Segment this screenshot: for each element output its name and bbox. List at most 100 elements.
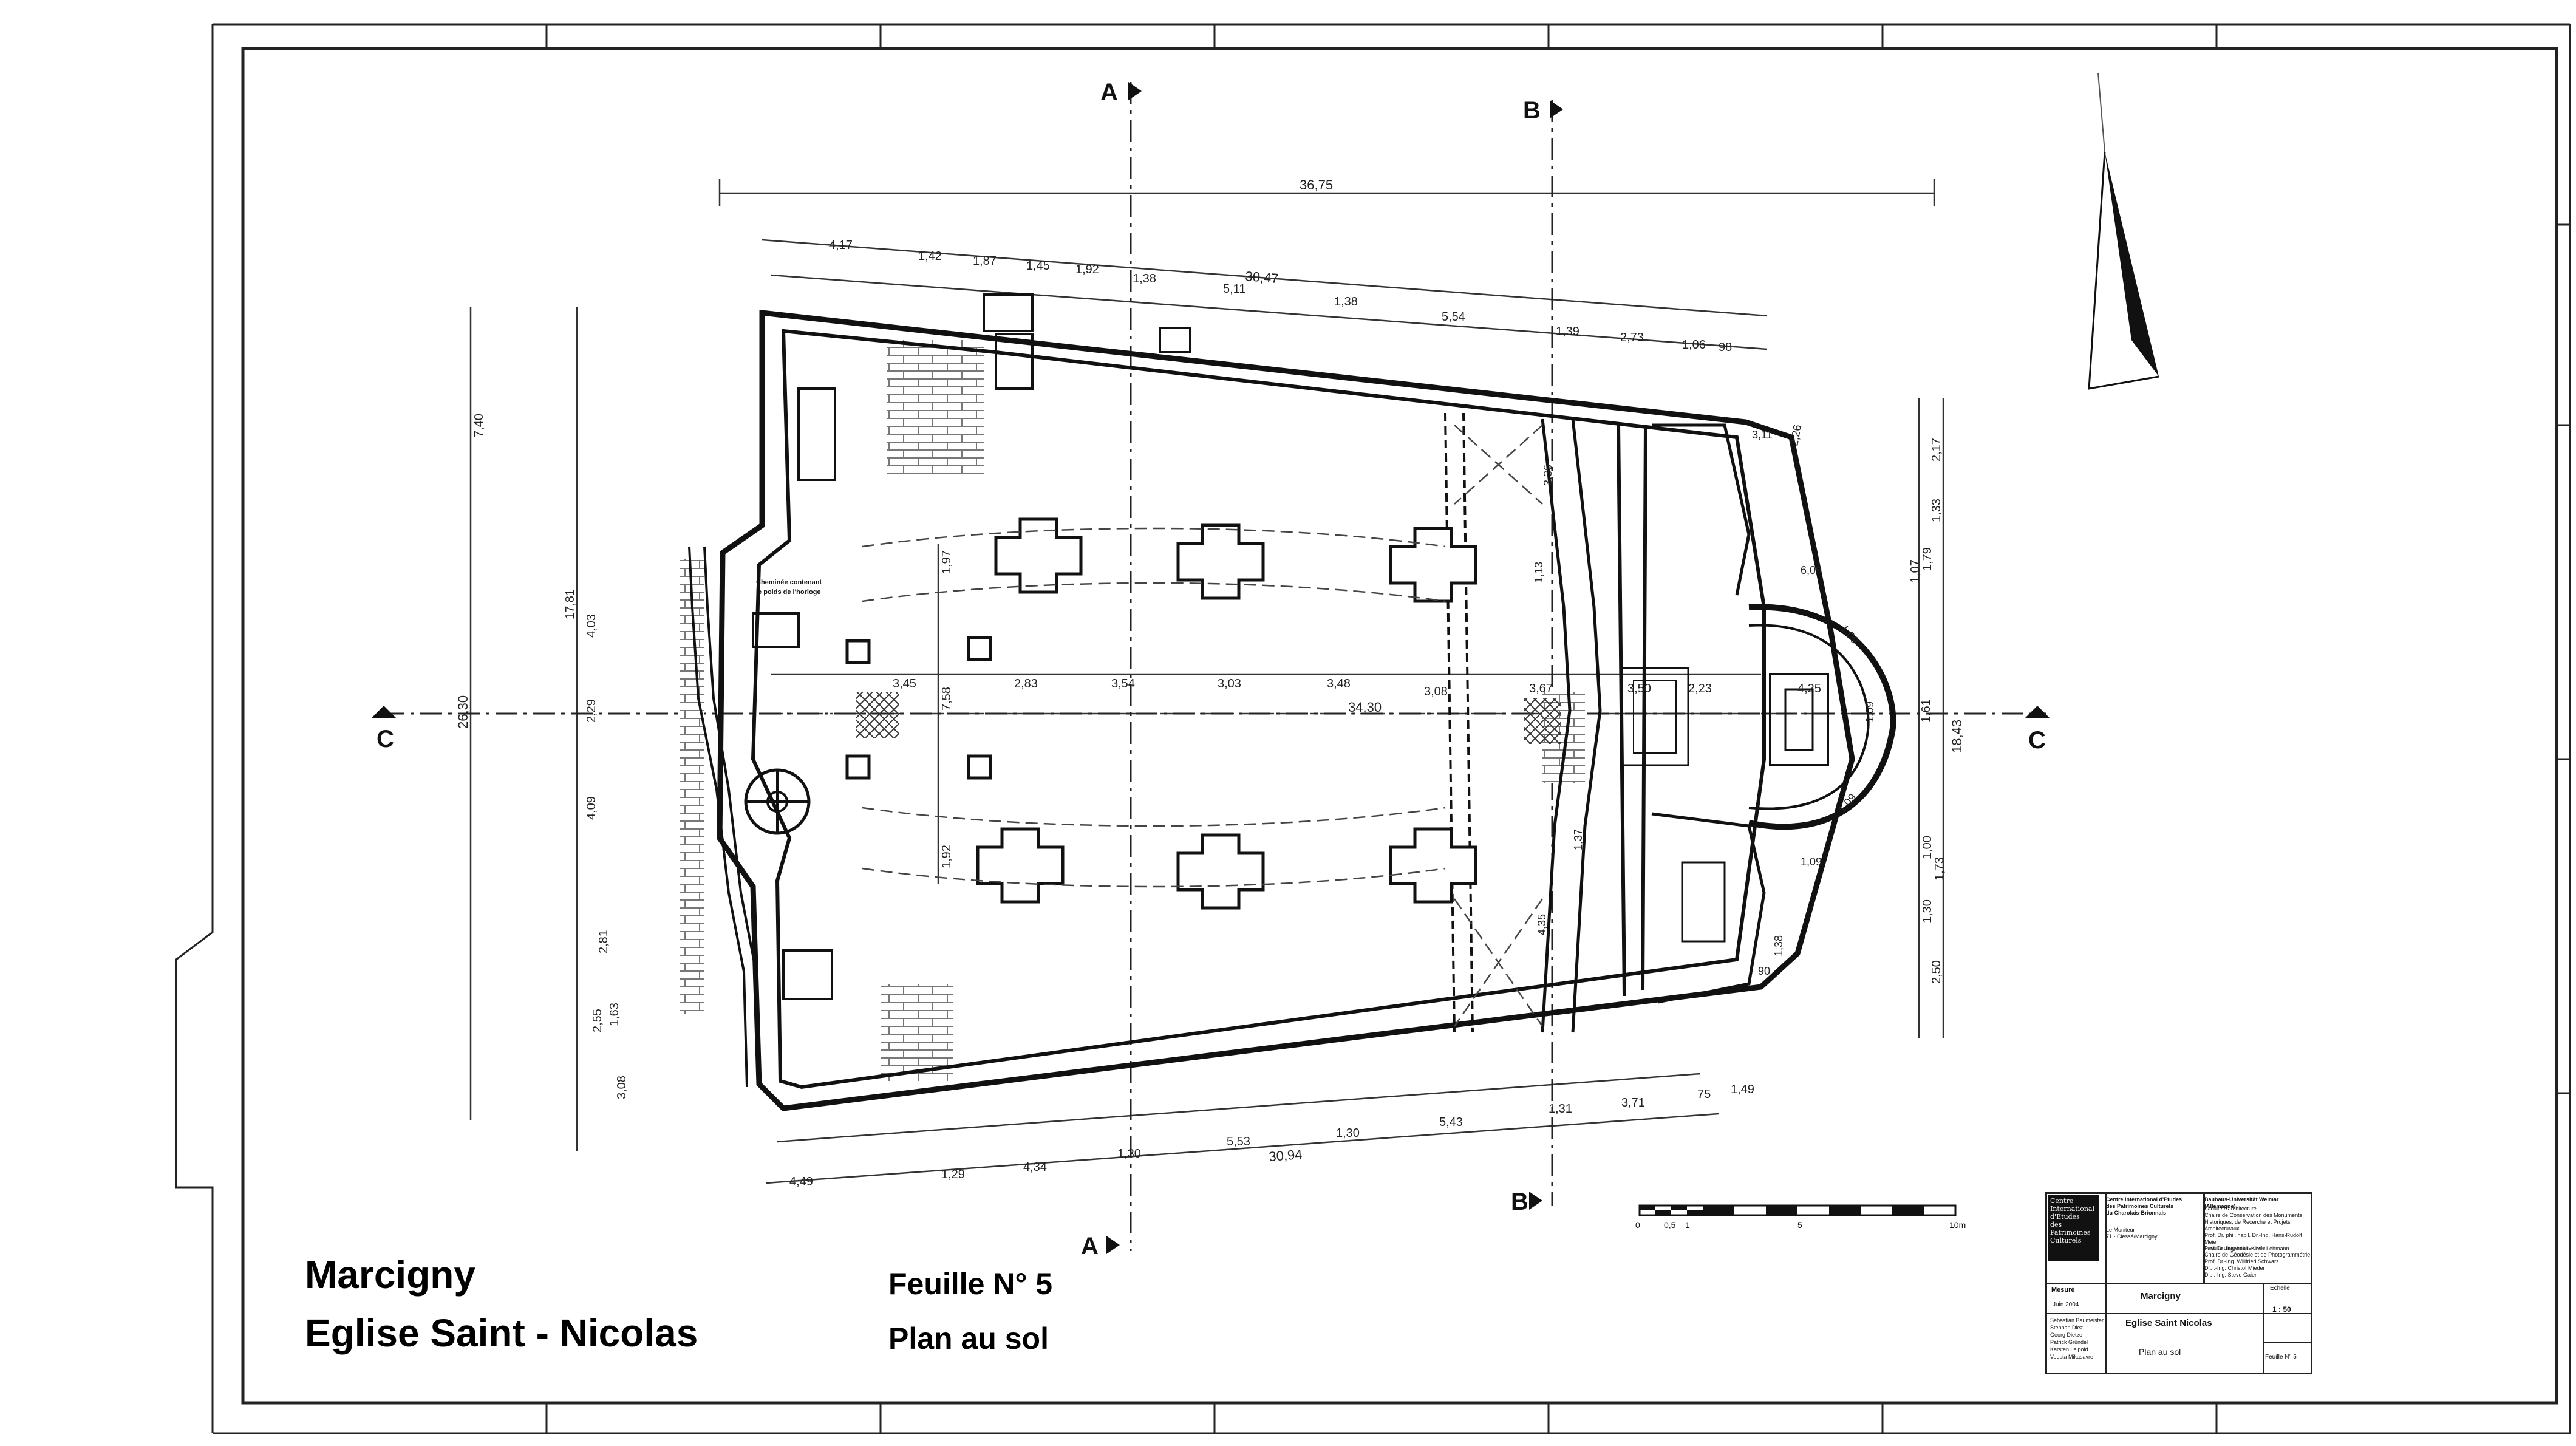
- dim: 1,63: [608, 1003, 621, 1026]
- dim: 1,37: [1572, 829, 1584, 850]
- dim: 5,53: [1227, 1135, 1250, 1148]
- pillar: [1176, 523, 1265, 600]
- dim: 75: [1697, 1088, 1711, 1101]
- scale-bar: 0 0,5 1 5 10m: [1635, 1204, 1966, 1230]
- dim: 4,03: [585, 614, 598, 638]
- dim: 90: [1758, 965, 1770, 977]
- svg-text:0: 0: [1635, 1220, 1640, 1230]
- dim: 1,30: [1117, 1147, 1141, 1161]
- institution-1: Centre International d'Etudes des Patrim…: [2106, 1196, 2182, 1216]
- column-base: [845, 754, 871, 780]
- measured-label: Mesuré: [2051, 1286, 2075, 1294]
- clock-weight-annotation: Cheminée contenant le poids de l'horloge: [756, 579, 822, 596]
- dim: 1,06: [1682, 338, 1706, 352]
- dim: 1,73: [1933, 857, 1946, 881]
- dim: 1,49: [1731, 1083, 1754, 1096]
- annotation-line-2: le poids de l'horloge: [756, 588, 821, 596]
- sheet-number: Feuille N° 5: [888, 1267, 1053, 1301]
- dim: 1,00: [1921, 836, 1934, 859]
- dim: 1,38: [1133, 272, 1156, 285]
- dim: 1,29: [941, 1168, 965, 1181]
- section-marker-a-bottom: A: [1081, 1233, 1120, 1260]
- dim: 2,73: [1620, 331, 1644, 344]
- dim: 4,25: [1797, 682, 1821, 695]
- column-base: [845, 639, 871, 664]
- dim-nave-axis: 34,30: [1348, 700, 1382, 715]
- dim: 3,11: [1752, 429, 1773, 441]
- dim-east-total: 18,43: [1949, 720, 1964, 753]
- svg-text:C: C: [377, 726, 394, 752]
- column-base: [967, 636, 992, 661]
- dim: 6,09: [1801, 564, 1822, 576]
- dim: 1,42: [918, 250, 942, 263]
- section-marker-b-bottom: B: [1511, 1189, 1542, 1215]
- dim: 3,50: [1627, 682, 1651, 695]
- dim: 1,87: [973, 254, 997, 268]
- dim: 2,29: [585, 699, 598, 723]
- dim: 1,92: [940, 845, 953, 868]
- title-building: Eglise Saint - Nicolas: [305, 1311, 698, 1355]
- title-place: Marcigny: [305, 1253, 475, 1297]
- tb-project-place: Marcigny: [2141, 1291, 2181, 1301]
- dim: 5,11: [1223, 282, 1245, 296]
- tb-project-view: Plan au sol: [2139, 1347, 2181, 1357]
- dim: 3,03: [1218, 677, 1241, 691]
- dim: 1,13: [1533, 562, 1545, 583]
- svg-text:0,5: 0,5: [1664, 1220, 1676, 1230]
- apse: [1620, 604, 1896, 830]
- dim: 3,48: [1327, 677, 1351, 691]
- section-axes: [383, 82, 2046, 1251]
- dim: 2,55: [591, 1009, 604, 1032]
- dim-top-total: 30,47: [1245, 268, 1279, 286]
- west-porch: [688, 387, 836, 1088]
- tb-sheet-label: Feuille N° 5: [2265, 1354, 2297, 1360]
- dim: 2,17: [1930, 438, 1943, 462]
- dim: 7,58: [940, 687, 953, 711]
- dim: 2,83: [1014, 677, 1038, 691]
- dim: 4,35: [1536, 914, 1548, 935]
- dim: 1,97: [940, 550, 953, 574]
- dim: 1,39: [1556, 325, 1579, 338]
- svg-text:1: 1: [1685, 1220, 1690, 1230]
- dim: 1,33: [1930, 499, 1943, 522]
- sheet-frame: [175, 23, 2571, 1434]
- dim: 5,54: [1442, 310, 1465, 324]
- dim: 3,71: [1621, 1096, 1645, 1110]
- dim: 2,26: [1788, 424, 1804, 447]
- east-rooms: [1651, 423, 1766, 1004]
- team-members: Sebastian Baumeister Stephan Diez Georg …: [2050, 1317, 2104, 1360]
- dim-west-total: 26,30: [455, 695, 471, 729]
- dim: 7,40: [472, 414, 486, 437]
- svg-text:C: C: [2028, 727, 2046, 754]
- dim: 1,79: [1921, 547, 1934, 571]
- pillar: [1389, 527, 1477, 603]
- section-marker-a-top: A: [1100, 79, 1142, 106]
- dim: 17,81: [564, 589, 577, 619]
- section-marker-c-left: C: [372, 706, 396, 752]
- dim: 1,45: [1026, 259, 1050, 273]
- svg-text:10m: 10m: [1949, 1220, 1966, 1230]
- pillar: [1389, 827, 1477, 904]
- dim: 3,67: [1529, 682, 1553, 695]
- dim: 1,30: [1336, 1127, 1360, 1140]
- north-porch: [983, 293, 1191, 390]
- pillar: [1176, 833, 1265, 910]
- dim: 2,23: [1688, 682, 1712, 695]
- vault-lines: [862, 425, 1544, 1027]
- dim: 2,50: [1930, 960, 1943, 984]
- dim: 3,45: [893, 677, 916, 691]
- dim: 1,09: [1801, 856, 1822, 868]
- nave-pillars: [845, 517, 1477, 910]
- dim-bottom-total: 30,94: [1269, 1147, 1303, 1164]
- institution-2-faculty: Faculté d'architecture Chaire de Conserv…: [2204, 1206, 2303, 1252]
- dim: 98: [1719, 341, 1732, 354]
- dim: 1,30: [1921, 899, 1934, 923]
- tb-project-name: Eglise Saint Nicolas: [2125, 1318, 2212, 1328]
- dim: 1,92: [1075, 263, 1099, 276]
- dim: 3,36: [1542, 465, 1554, 486]
- dim: 3,54: [1111, 677, 1135, 691]
- svg-text:A: A: [1100, 79, 1118, 106]
- section-marker-c-right: C: [2025, 706, 2050, 754]
- dim: 1,07: [1909, 559, 1922, 583]
